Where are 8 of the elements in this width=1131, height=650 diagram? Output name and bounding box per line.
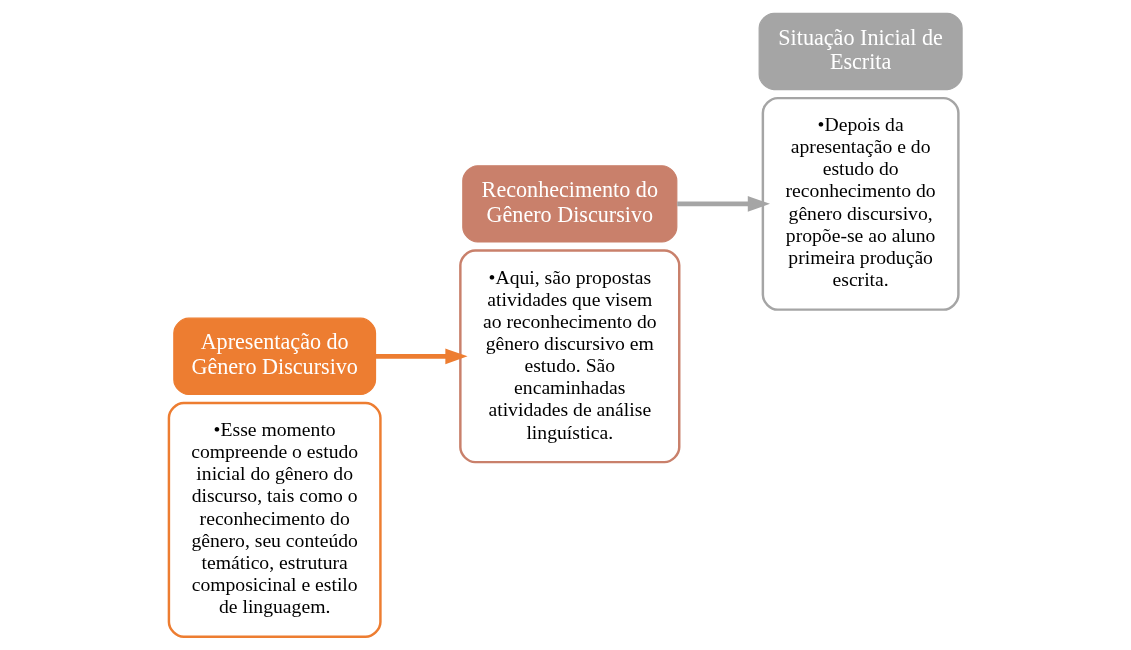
arrow [375, 348, 468, 365]
node-box: •Aqui, são propostas atividades que visem ao reconhecimento do gênero discursivo em estudo. São encaminhadas atividades de análise linguística. [459, 249, 681, 464]
node-box: Apresentação do Gênero Discursivo [173, 317, 377, 396]
node-box: •Esse momento compreende o estudo inicial do gênero do discurso, tais como o reconhecimento do gênero, seu conteúdo temático, estrutura composicinal e estilo de linguagem. [167, 401, 382, 638]
arrow [677, 196, 770, 212]
node-box: Situação Inicial de Escrita [758, 12, 963, 91]
node-box: •Depois da apresentação e do estudo do reconhecimento do gênero discursivo, propõe-se ao aluno primeira produção escrita. [761, 96, 960, 311]
node-box: Reconhecimento do Gênero Discursivo [462, 165, 678, 243]
